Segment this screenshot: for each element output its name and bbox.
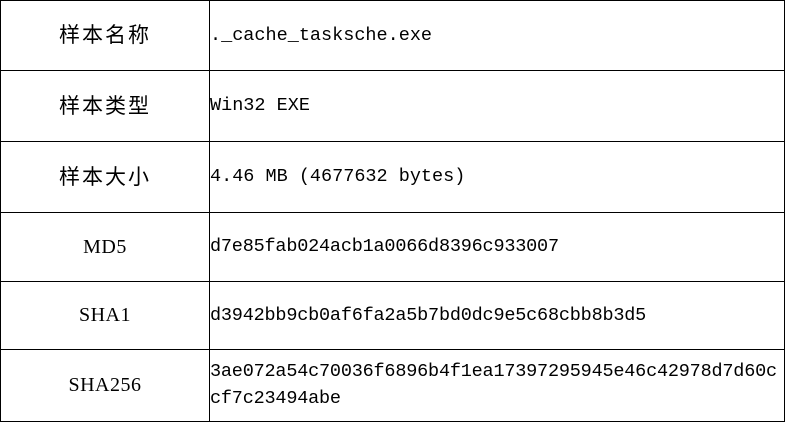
row-value-md5: d7e85fab024acb1a0066d8396c933007 <box>209 212 785 282</box>
row-label-sha1: SHA1 <box>0 281 210 350</box>
row-label-sample-name: 样本名称 <box>0 0 210 71</box>
row-value-sample-size: 4.46 MB (4677632 bytes) <box>209 141 785 213</box>
table-row-sample-name: 样本名称 ._cache_tasksche.exe <box>0 0 785 71</box>
table-row-md5: MD5 d7e85fab024acb1a0066d8396c933007 <box>0 212 785 282</box>
row-label-sample-type: 样本类型 <box>0 70 210 142</box>
table-row-sha256: SHA256 3ae072a54c70036f6896b4f1ea1739729… <box>0 349 785 422</box>
table-row-sample-type: 样本类型 Win32 EXE <box>0 70 785 142</box>
row-value-sample-name: ._cache_tasksche.exe <box>209 0 785 71</box>
table-row-sha1: SHA1 d3942bb9cb0af6fa2a5b7bd0dc9e5c68cbb… <box>0 281 785 350</box>
row-value-sha256: 3ae072a54c70036f6896b4f1ea17397295945e46… <box>209 349 785 422</box>
row-label-sha256: SHA256 <box>0 349 210 422</box>
row-value-sample-type: Win32 EXE <box>209 70 785 142</box>
row-value-sha1: d3942bb9cb0af6fa2a5b7bd0dc9e5c68cbb8b3d5 <box>209 281 785 350</box>
row-label-sample-size: 样本大小 <box>0 141 210 213</box>
row-label-md5: MD5 <box>0 212 210 282</box>
table-row-sample-size: 样本大小 4.46 MB (4677632 bytes) <box>0 141 785 213</box>
